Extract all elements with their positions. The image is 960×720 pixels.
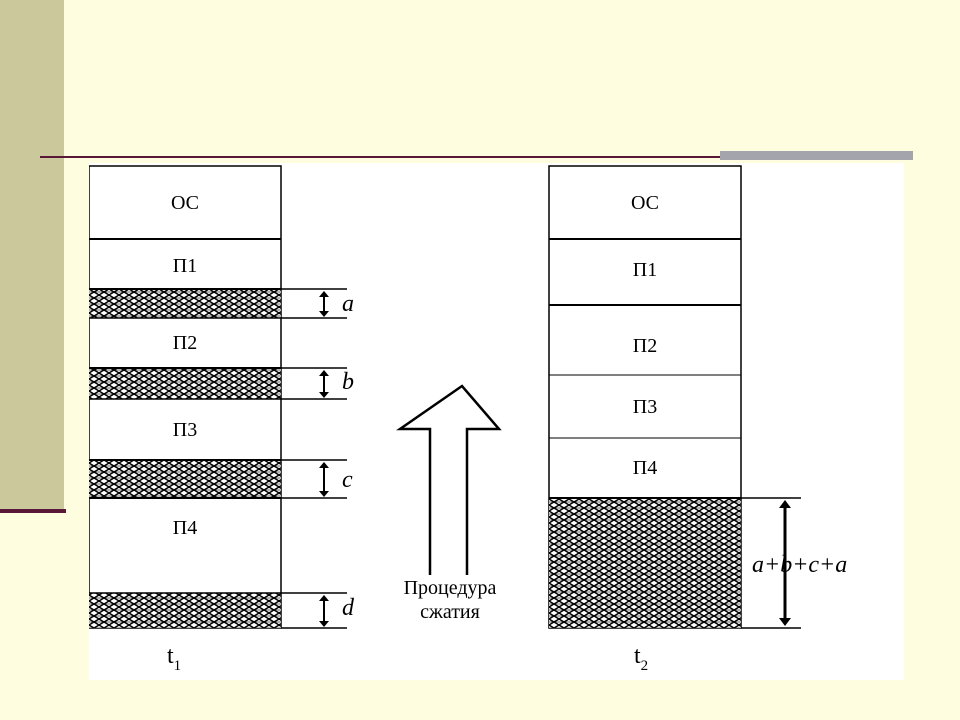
time-label-t1: t1	[167, 643, 181, 674]
arrow-caption-line2: сжатия	[420, 601, 480, 623]
block-label-p2: П2	[633, 335, 657, 357]
block-label-p3: П3	[173, 419, 197, 441]
title-divider	[40, 156, 720, 158]
memory-after-column: ОС П1 П2 П3 П4 a+b+c+a t2	[548, 165, 847, 674]
block-label-os: ОС	[171, 192, 199, 214]
compaction-arrow: Процедура сжатия	[396, 384, 502, 623]
dimension-arrow-d	[319, 595, 329, 627]
block-label-p4: П4	[633, 457, 657, 479]
dimension-arrow-b	[319, 370, 329, 398]
time-label-t2: t2	[634, 643, 648, 674]
block-label-p2: П2	[173, 332, 197, 354]
memory-compaction-figure: ОС П1 П2 П3 П4 a b c d t1 Процедура сжат…	[89, 163, 904, 680]
arrow-caption-line1: Процедура	[404, 577, 497, 599]
free-gap-d	[89, 593, 281, 628]
block-label-p3: П3	[633, 396, 657, 418]
gap-label-c: c	[342, 467, 353, 493]
gap-label-b: b	[342, 369, 354, 395]
gap-label-d: d	[342, 595, 355, 621]
block-label-os: ОС	[631, 192, 659, 214]
memory-before-column: ОС П1 П2 П3 П4 a b c d t1	[89, 165, 355, 674]
block-label-p1: П1	[633, 259, 657, 281]
block-label-p4: П4	[173, 517, 197, 539]
side-decor-bar	[0, 0, 64, 510]
free-area-label: a+b+c+a	[752, 552, 847, 578]
free-gap-a	[89, 289, 281, 318]
free-gap-c	[89, 460, 281, 498]
title-divider-accent	[720, 151, 913, 160]
side-divider	[0, 509, 66, 513]
gap-label-a: a	[342, 291, 354, 317]
dimension-arrow-c	[319, 462, 329, 497]
free-gap-b	[89, 368, 281, 399]
dimension-arrow-a	[319, 291, 329, 317]
free-area-combined	[549, 498, 741, 628]
block-label-p1: П1	[173, 255, 197, 277]
dimension-arrow-total	[779, 500, 791, 626]
